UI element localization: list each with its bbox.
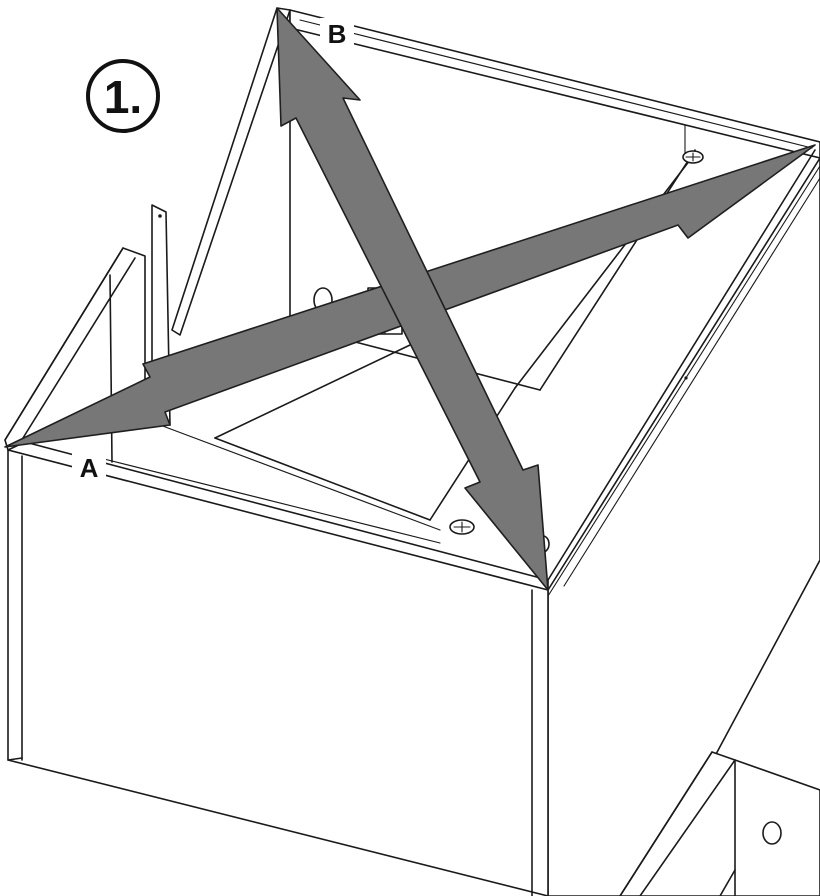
front-panel <box>7 449 549 896</box>
step-number: 1. <box>86 59 160 133</box>
corner-label-b: B <box>320 18 354 49</box>
secondary-cabinet <box>619 751 820 896</box>
corner-label-a: A <box>72 452 106 483</box>
diagonal-arrow-b <box>276 7 549 591</box>
dowel-hole <box>762 821 782 845</box>
svg-text:1.: 1. <box>104 71 142 123</box>
svg-text:A: A <box>80 453 99 483</box>
cam-screw-front <box>449 519 475 535</box>
svg-text:B: B <box>328 19 347 49</box>
cam-screw-right <box>682 150 704 164</box>
